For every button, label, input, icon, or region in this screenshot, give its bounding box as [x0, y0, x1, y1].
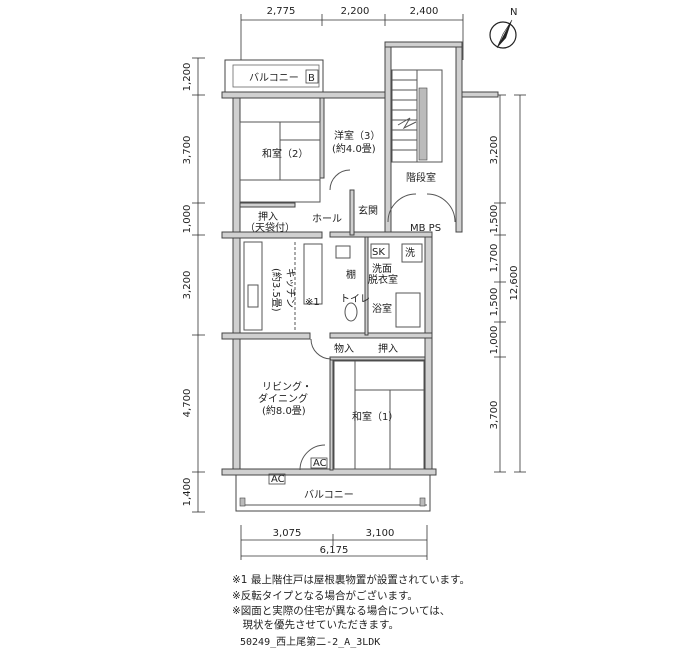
- plan-code: 50249_西上尾第二-2_A_3LDK: [240, 637, 381, 648]
- dim-left-4: 3,200: [182, 271, 193, 300]
- kitchen-size: (約3.5畳): [270, 268, 283, 312]
- right-dimensions: 3,200 1,500 1,700 1,500 1,000 3,700 12,6…: [489, 94, 526, 473]
- bottom-dimensions: 3,075 3,100 6,175: [240, 525, 428, 560]
- oshiire-label: 押入: [258, 210, 278, 223]
- youshitsu3-size: (約4.0畳): [332, 142, 376, 155]
- mono-label: 物入: [334, 342, 354, 355]
- dim-top-3: 2,400: [410, 6, 439, 17]
- door-swings: [299, 169, 456, 471]
- washitsu2-tatami: [239, 121, 321, 203]
- dim-top-1: 2,775: [267, 6, 296, 17]
- living-label-2: ダイニング: [258, 392, 308, 405]
- bath-label: 浴室: [372, 302, 392, 315]
- dim-left-6: 1,400: [182, 478, 193, 507]
- mb-ps-label: MB PS: [410, 223, 441, 234]
- dim-right-1: 3,200: [489, 136, 500, 165]
- dim-right-6: 3,700: [489, 401, 500, 430]
- dim-bottom-total: 6,175: [320, 545, 349, 556]
- ac-tag-2: AC: [271, 474, 285, 485]
- senmen-label: 洗面: [372, 263, 392, 275]
- youshitsu3-label: 洋室（3）: [334, 129, 380, 142]
- sk-label: SK: [372, 247, 385, 258]
- walls: [221, 41, 499, 476]
- dim-bottom-1: 3,075: [273, 528, 302, 539]
- stairs-label: 階段室: [406, 171, 436, 184]
- dim-right-4: 1,500: [489, 288, 500, 317]
- compass-north-label: N: [510, 7, 517, 18]
- ac-tags: AC AC: [268, 457, 328, 485]
- dim-left-3: 1,000: [182, 205, 193, 234]
- dim-right-3: 1,700: [489, 244, 500, 273]
- tana-label: 棚: [346, 268, 356, 281]
- dim-top-2: 2,200: [341, 6, 370, 17]
- hall-label: ホール: [312, 213, 342, 225]
- dim-left-5: 4,700: [182, 389, 193, 418]
- note-1: ※1 最上階住戸は屋根裏物置が設置されています。: [232, 574, 470, 586]
- washitsu1-tatami: [333, 360, 425, 470]
- oshiire2-label: 押入: [378, 342, 398, 355]
- dim-right-total: 12,600: [509, 266, 520, 301]
- washitsu2-label: 和室（2）: [262, 147, 308, 160]
- oshiire-tenbukuro: （天袋付）: [245, 221, 295, 234]
- balcony-top-label: バルコニー: [249, 72, 299, 84]
- washitsu1-label: 和室（1）: [352, 410, 398, 423]
- top-dimensions: 2,775 2,200 2,400: [240, 6, 464, 60]
- balcony-bottom-label: バルコニー: [304, 489, 354, 501]
- note1-mark: ※1: [305, 297, 320, 308]
- dim-left-1: 1,200: [182, 63, 193, 92]
- dim-bottom-2: 3,100: [366, 528, 395, 539]
- wet-area-fixtures: [335, 243, 423, 328]
- ac-tag-1: AC: [313, 458, 327, 469]
- stairs-treads: [391, 69, 443, 163]
- sen-label: 洗: [405, 247, 415, 259]
- datsuishitsu-label: 脱衣室: [368, 273, 398, 286]
- note-2: ※反転タイプとなる場合がございます。: [232, 590, 418, 602]
- top-balcony: バルコニー B: [224, 59, 324, 96]
- kitchen-fixtures: [243, 241, 323, 331]
- living-label-1: リビング・: [262, 380, 312, 393]
- dim-right-5: 1,000: [489, 326, 500, 355]
- kitchen-label: キッチン: [284, 268, 296, 308]
- note-3: ※図面と実際の住宅が異なる場合については、: [232, 605, 451, 617]
- room-labels: 和室（2） 洋室（3） (約4.0畳) 階段室 押入 （天袋付） ホール 玄関 …: [245, 129, 441, 423]
- balcony-top-tag: B: [308, 73, 315, 84]
- toilet-label: トイレ: [340, 294, 370, 305]
- living-size: (約8.0畳): [262, 404, 306, 417]
- dim-right-2: 1,500: [489, 205, 500, 234]
- genkan-label: 玄関: [358, 204, 378, 217]
- note-4: 現状を優先させていただきます。: [232, 619, 399, 631]
- dim-left-2: 3,700: [182, 136, 193, 165]
- left-dimensions: 1,200 3,700 1,000 3,200 4,700 1,400: [182, 57, 205, 513]
- north-compass: N: [489, 7, 517, 49]
- bottom-balcony: バルコニー: [235, 474, 431, 512]
